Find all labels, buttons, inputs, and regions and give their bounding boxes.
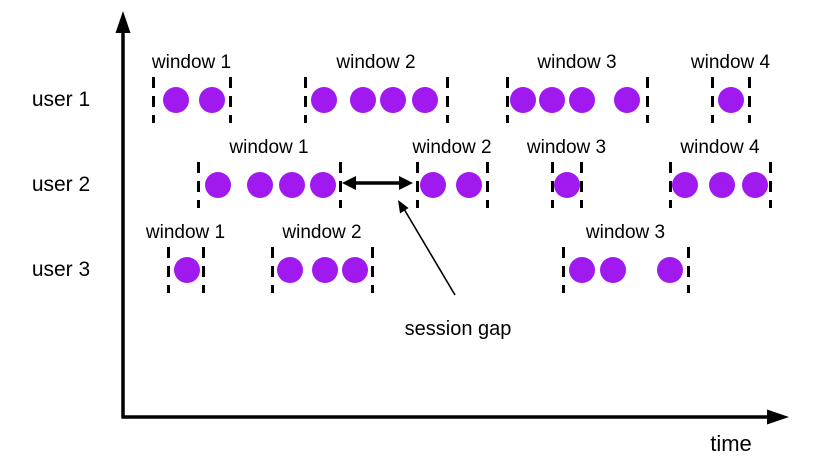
window-boundary-dash: [747, 77, 751, 123]
event-dot: [569, 87, 595, 113]
window-boundary-dash: [550, 162, 554, 208]
event-dot: [312, 257, 338, 283]
user-row-label: user 1: [31, 88, 91, 111]
time-axis-label: time: [710, 431, 752, 456]
event-dot: [614, 87, 640, 113]
event-dot: [420, 172, 446, 198]
window-boundary-dash: [303, 77, 307, 123]
window-boundary-dash: [505, 77, 509, 123]
session-gap-double-arrow: [342, 176, 413, 190]
window-boundary-dash: [445, 77, 449, 123]
y-axis-arrowhead: [115, 11, 131, 33]
window-boundary-dash: [561, 247, 565, 293]
window-boundary-dash: [270, 247, 274, 293]
x-axis-arrowhead: [767, 409, 789, 425]
event-dot: [569, 257, 595, 283]
window-boundary-dash: [645, 77, 649, 123]
event-dot: [279, 172, 305, 198]
user-row-label: user 3: [31, 258, 91, 281]
window-label: window 4: [690, 52, 771, 73]
window-boundary-dash: [415, 162, 419, 208]
event-dot: [247, 172, 273, 198]
event-dot: [554, 172, 580, 198]
window-boundary-dash: [228, 77, 232, 123]
event-dot: [742, 172, 768, 198]
event-dot: [205, 172, 231, 198]
window-boundary-dash: [485, 162, 489, 208]
window-label: window 2: [412, 137, 492, 158]
window-label: window 1: [145, 222, 226, 243]
window-label: window 2: [282, 222, 362, 243]
window-boundary-dash: [710, 77, 714, 123]
window-label: window 1: [151, 52, 232, 73]
window-boundary-dash: [768, 162, 772, 208]
window-boundary-dash: [686, 247, 690, 293]
window-boundary-dash: [338, 162, 342, 208]
event-dot: [310, 172, 336, 198]
event-dot: [174, 257, 200, 283]
window-boundary-dash: [196, 162, 200, 208]
window-label: window 3: [526, 137, 607, 158]
event-dot: [350, 87, 376, 113]
window-boundary-dash: [151, 77, 155, 123]
event-dot: [277, 257, 303, 283]
window-boundary-dash: [370, 247, 374, 293]
event-dot: [163, 87, 189, 113]
event-dot: [456, 172, 482, 198]
event-dot: [342, 257, 368, 283]
event-dot: [718, 87, 744, 113]
window-boundary-dash: [668, 162, 672, 208]
event-dot: [199, 87, 225, 113]
event-dot: [600, 257, 626, 283]
session-gap-label: session gap: [404, 318, 512, 340]
window-boundary-dash: [166, 247, 170, 293]
event-dot: [709, 172, 735, 198]
event-dot: [539, 87, 565, 113]
window-boundary-dash: [201, 247, 205, 293]
event-dot: [672, 172, 698, 198]
session-gap-pointer-arrow: [398, 200, 456, 296]
event-dot: [412, 87, 438, 113]
window-label: window 3: [585, 222, 666, 243]
event-dot: [380, 87, 406, 113]
event-dot: [311, 87, 337, 113]
window-label: window 4: [680, 137, 760, 158]
event-dot: [510, 87, 536, 113]
event-dot: [657, 257, 683, 283]
window-label: window 2: [336, 52, 416, 73]
window-boundary-dash: [579, 162, 583, 208]
user-row-label: user 2: [31, 173, 91, 196]
window-label: window 1: [229, 137, 309, 158]
window-label: window 3: [537, 52, 617, 73]
